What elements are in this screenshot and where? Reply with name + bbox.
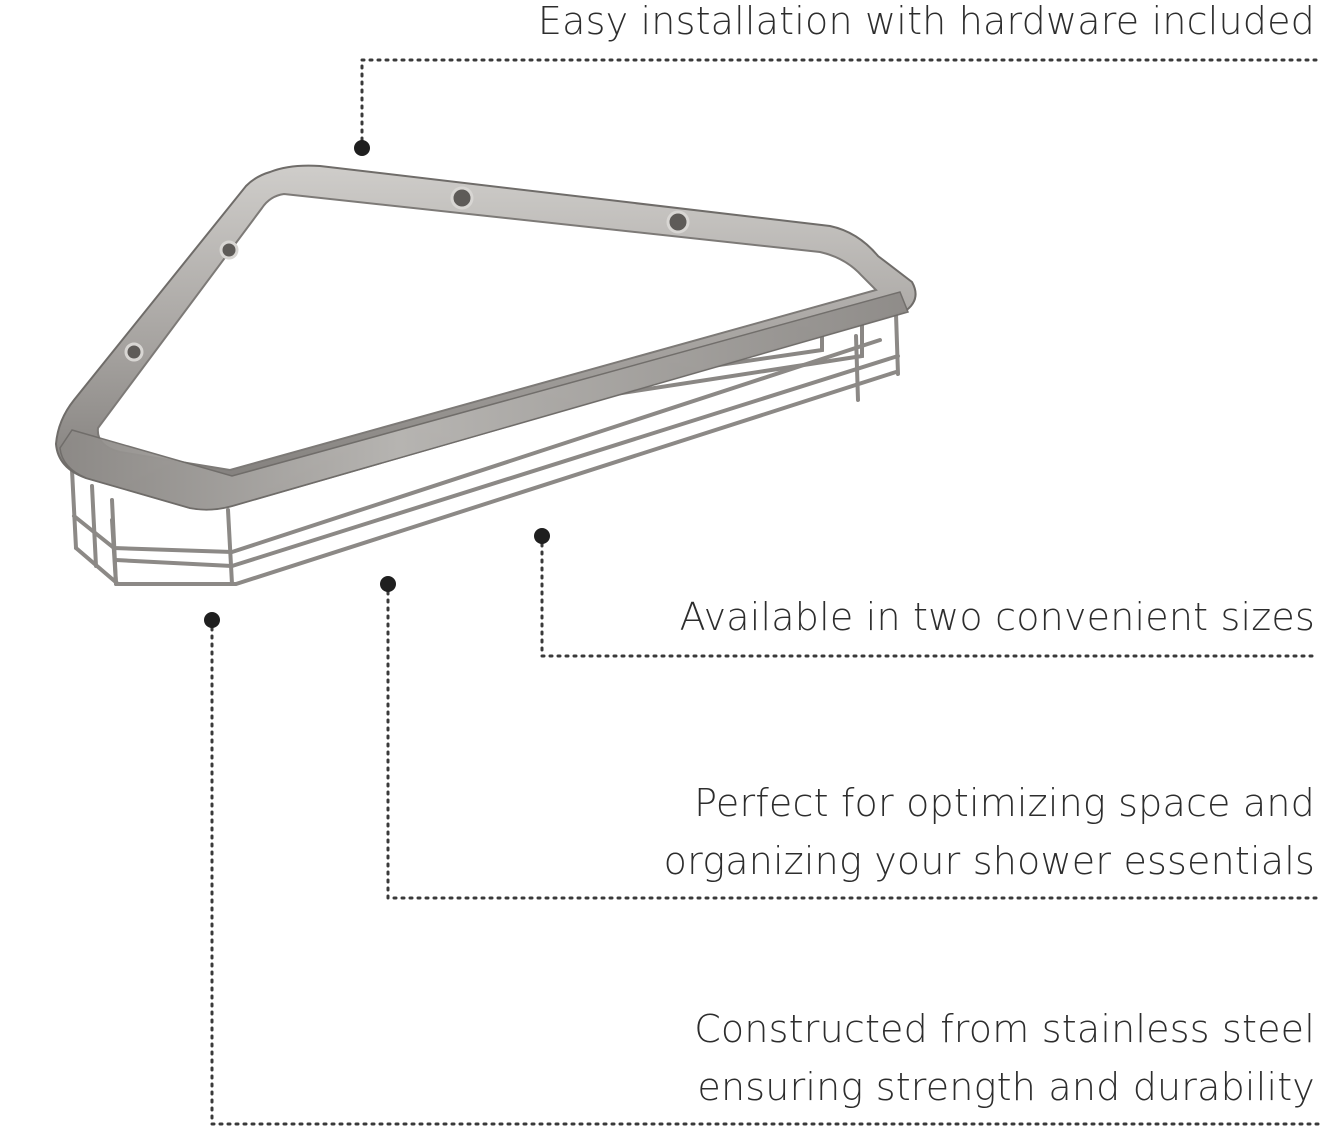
leader-space <box>386 582 1320 900</box>
callout-dot-space <box>380 576 396 592</box>
leader-steel <box>210 618 1320 1126</box>
callout-leaders <box>210 58 1320 1126</box>
callout-space: Perfect for optimizing space and organiz… <box>664 774 1315 890</box>
callout-line: Available in two convenient sizes <box>679 595 1315 639</box>
callout-dot-installation <box>354 140 370 156</box>
callout-installation: Easy installation with hardware included <box>538 0 1315 50</box>
callout-line: Perfect for optimizing space and <box>694 781 1315 825</box>
callout-line: ensuring strength and durability <box>697 1065 1315 1109</box>
callout-line: organizing your shower essentials <box>663 839 1315 883</box>
leader-installation <box>360 58 1320 150</box>
callout-line: Constructed from stainless steel <box>694 1007 1315 1051</box>
callout-dot-sizes <box>534 528 550 544</box>
callout-line: Easy installation with hardware included <box>537 0 1315 43</box>
front-wire-cage <box>70 312 900 586</box>
callout-steel: Constructed from stainless steel ensurin… <box>694 1000 1315 1116</box>
basket-rim <box>54 164 917 511</box>
callout-dot-steel <box>204 612 220 628</box>
callout-sizes: Available in two convenient sizes <box>680 588 1315 646</box>
leader-sizes <box>540 534 1320 658</box>
